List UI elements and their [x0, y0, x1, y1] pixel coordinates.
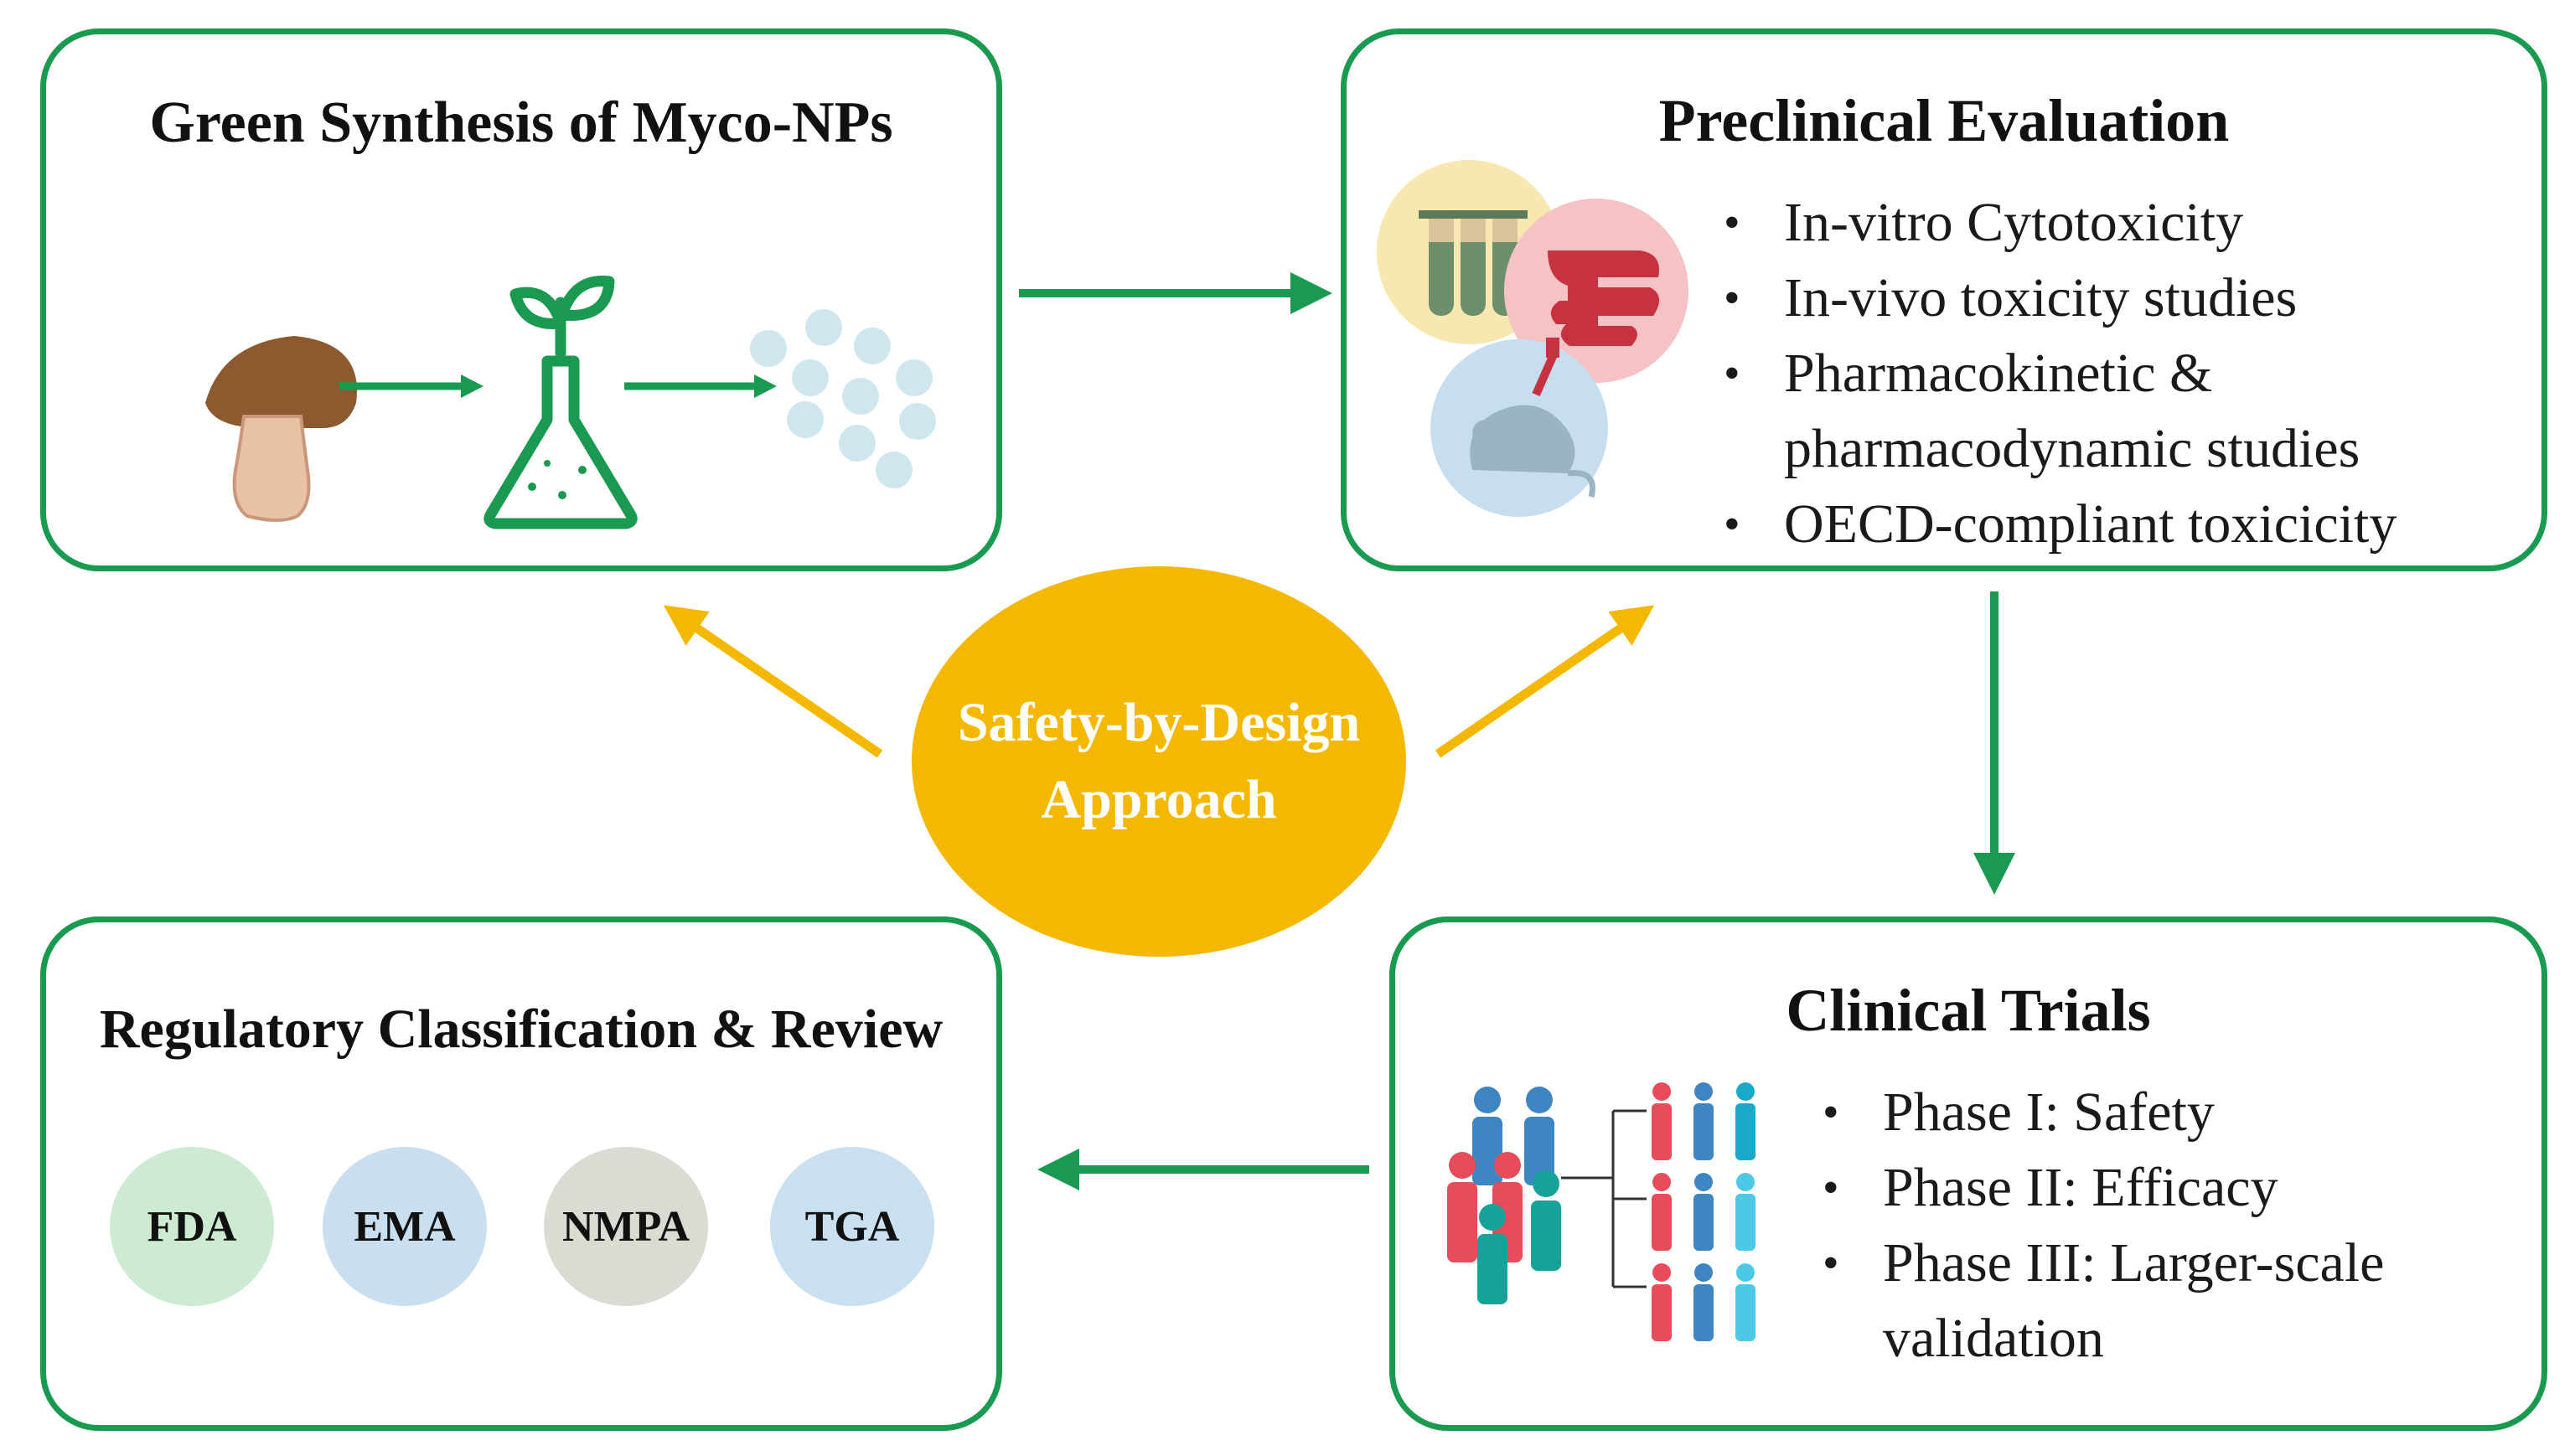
- center-label-line1: Safety-by-Design: [957, 692, 1361, 753]
- regulatory-title: Regulatory Classification & Review: [99, 999, 944, 1060]
- agency-ema: EMA: [323, 1147, 487, 1306]
- preclinical-list: In-vitro Cytotoxicity In-vivo toxicity s…: [1724, 185, 2397, 562]
- preclinical-item-in-vivo: In-vivo toxicity studies: [1724, 261, 2397, 336]
- agency-nmpa: NMPA: [544, 1147, 708, 1306]
- preclinical-panel: Preclinical Evaluation In-vitro Cytotoxi…: [1341, 28, 2547, 571]
- preclinical-item-oecd: OECD-compliant toxicicity: [1724, 487, 2397, 562]
- clinical-list: Phase I: Safety Phase II: Efficacy Phase…: [1823, 1075, 2384, 1376]
- clinical-item-phase-2: Phase II: Efficacy: [1823, 1150, 2384, 1226]
- preclinical-item-in-vitro: In-vitro Cytotoxicity: [1724, 185, 2397, 261]
- grouped-participants-icon: [1561, 1082, 1755, 1341]
- mushroom-icon: [205, 336, 358, 522]
- flask-with-leaves-icon: [483, 276, 638, 529]
- preclinical-illustration: [1377, 160, 1688, 517]
- clinical-illustration: [1447, 1082, 1755, 1341]
- safety-arrow-to-synthesis: [663, 605, 883, 758]
- safety-by-design-ellipse: Safety-by-Design Approach: [912, 566, 1406, 957]
- clinical-title: Clinical Trials: [1786, 977, 2151, 1044]
- preclinical-item-pkpd: Pharmacokinetic &pharmacodynamic studies: [1724, 336, 2397, 487]
- preclinical-title: Preclinical Evaluation: [1658, 87, 2230, 154]
- agency-fda: FDA: [110, 1147, 274, 1306]
- synthesis-illustration: [205, 276, 936, 529]
- intestine-icon: [1504, 199, 1688, 383]
- agency-tga: TGA: [770, 1147, 934, 1306]
- regulatory-panel: Regulatory Classification & Review FDA E…: [40, 916, 1002, 1431]
- nanoparticles-icon: [750, 309, 936, 488]
- mouse-icon: [1430, 338, 1608, 517]
- clinical-item-phase-1: Phase I: Safety: [1823, 1075, 2384, 1150]
- safety-arrow-to-preclinical: [1435, 605, 1655, 758]
- synthesis-panel: Green Synthesis of Myco-NPs: [40, 28, 1002, 571]
- center-label-line2: Approach: [1041, 769, 1277, 830]
- synthesis-title: Green Synthesis of Myco-NPs: [149, 90, 893, 155]
- clinical-panel: Clinical Trials: [1389, 916, 2547, 1431]
- people-group-icon: [1447, 1087, 1561, 1304]
